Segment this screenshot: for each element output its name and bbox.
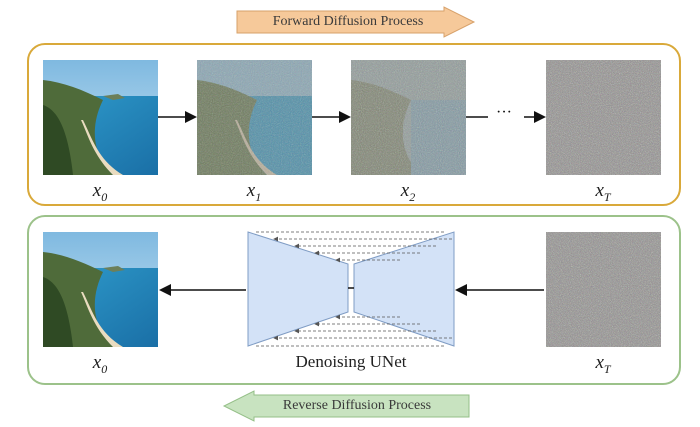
reverse-process-panel [27,215,681,385]
noisy-image-x1 [197,60,312,175]
label-x1: x1 [246,180,262,204]
denoised-image-x0 [43,232,158,347]
unet-decoder-shape [353,231,455,347]
label-xT-reverse: xT [595,352,611,376]
label-xT-forward: xT [595,180,611,204]
denoising-unet-diagram [247,231,455,347]
left-arrow-shape [222,390,470,422]
label-x2: x2 [400,180,416,204]
skip-connections [256,231,452,347]
noisy-image-x2 [351,60,466,175]
forward-process-panel [27,43,681,206]
forward-diffusion-label: Forward Diffusion Process [272,14,424,29]
noise-image-xT-reverse [546,232,661,347]
reverse-diffusion-label: Reverse Diffusion Process [282,398,432,413]
denoising-unet-label: Denoising UNet [295,352,407,371]
right-arrow-shape [236,6,476,38]
noise-image-xT [546,60,661,175]
clean-image-x0 [43,60,158,175]
ellipsis: ··· [496,104,512,121]
forward-diffusion-banner: Forward Diffusion Process [236,6,476,38]
reverse-diffusion-banner: Reverse Diffusion Process [222,390,470,422]
label-x0-reverse: x0 [92,352,108,376]
label-x0-forward: x0 [92,180,108,204]
